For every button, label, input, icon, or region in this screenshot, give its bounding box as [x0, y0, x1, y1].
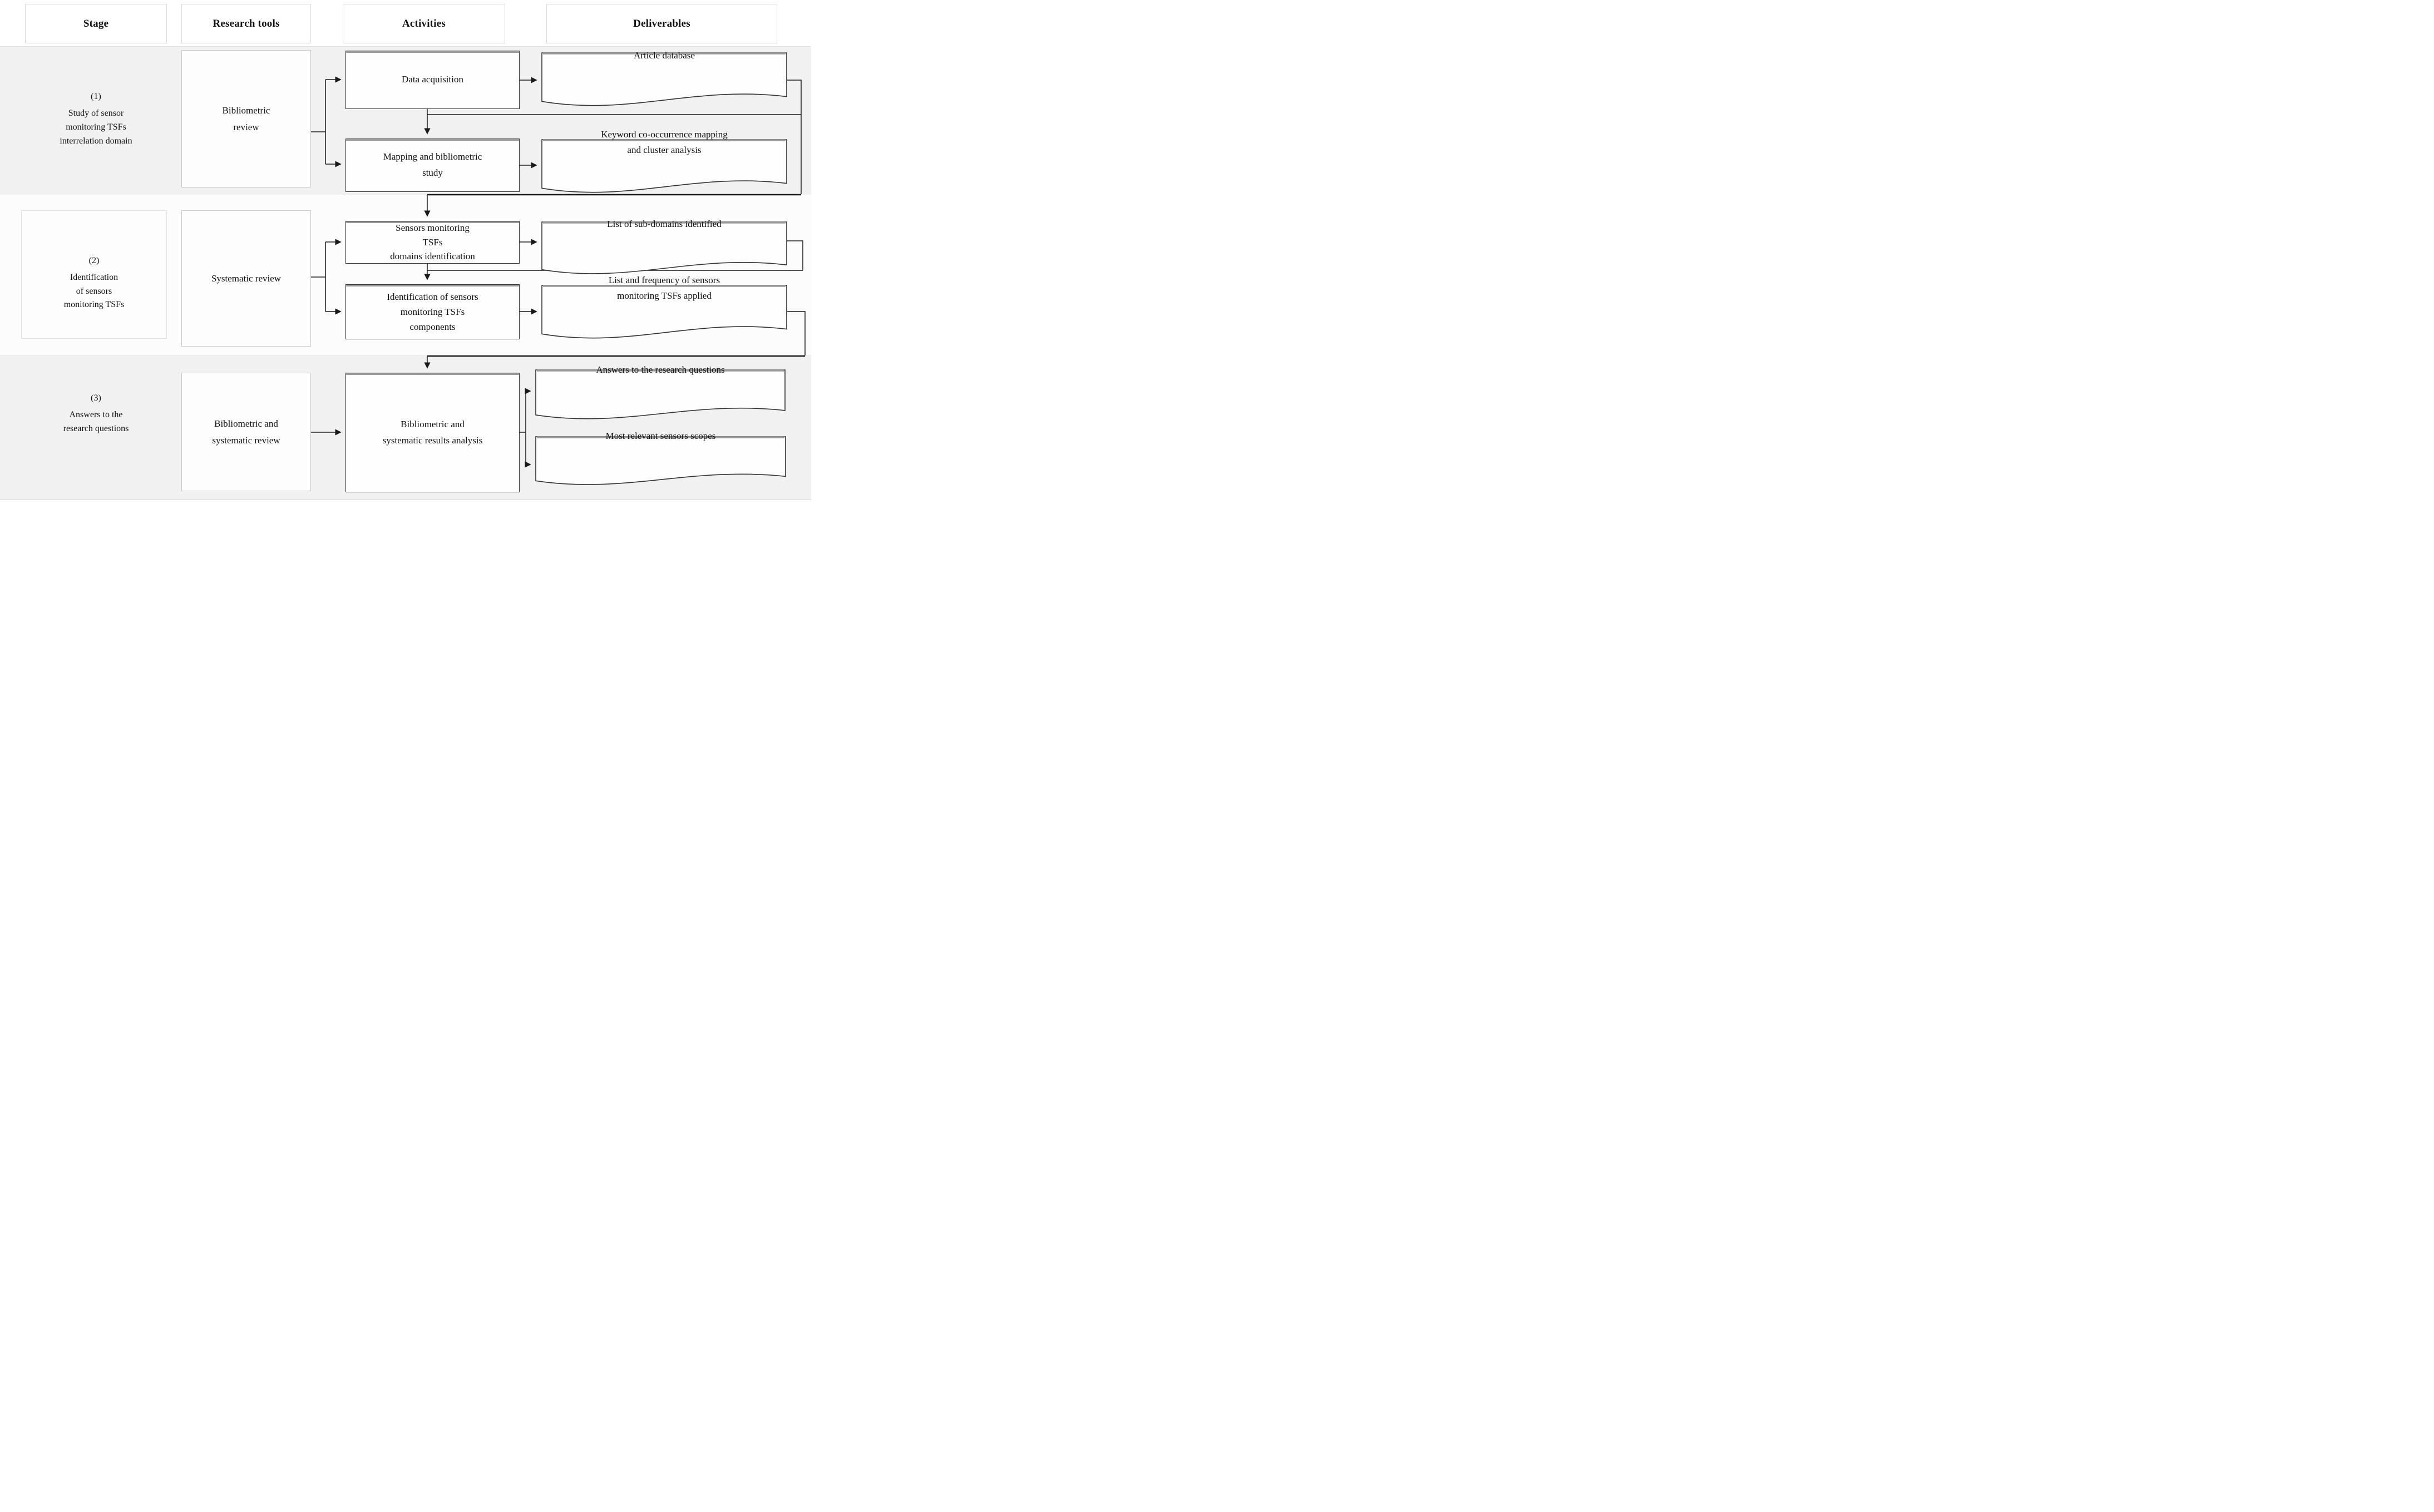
column-header-deliverables: Deliverables	[546, 4, 777, 43]
document-shape	[535, 436, 786, 485]
activity-sensors-domains-identification: Sensors monitoring TSFs domains identifi…	[345, 221, 520, 264]
column-header-activities-label: Activities	[402, 17, 446, 29]
stage-1-cell: (1) Study of sensor monitoring TSFs inte…	[25, 46, 167, 194]
research-tool-systematic-review: Systematic review	[181, 210, 311, 347]
methodology-flowchart: Stage Research tools Activities Delivera…	[0, 0, 811, 504]
research-tool-3-label: Bibliometric and systematic review	[212, 418, 280, 446]
research-tool-2-label: Systematic review	[211, 273, 282, 284]
document-shape	[541, 221, 787, 274]
document-shape	[541, 52, 787, 106]
activity-results-analysis: Bibliometric and systematic results anal…	[345, 373, 520, 492]
flow-connectors	[311, 76, 806, 468]
deliverable-frequency-label: List and frequency of sensors monitoring…	[609, 275, 720, 302]
column-header-deliverables-label: Deliverables	[633, 17, 690, 29]
deliverable-article-database-label: Article database	[634, 50, 695, 61]
activity-domains-label: Sensors monitoring TSFs domains identifi…	[390, 223, 475, 262]
document-shape	[541, 285, 787, 339]
deliverable-scopes-label: Most relevant sensors scopes	[605, 430, 716, 441]
column-header-activities: Activities	[343, 4, 505, 43]
stage-3-number: (3)	[91, 393, 101, 403]
activity-components-label: Identification of sensors monitoring TSF…	[387, 291, 478, 333]
deliverable-subdomains-label: List of sub-domains identified	[607, 218, 722, 229]
stage-1-number: (1)	[91, 92, 101, 102]
stage-2-title: Identification of sensors monitoring TSF…	[63, 272, 125, 310]
stage-3-title: Answers to the research questions	[63, 409, 129, 433]
stage-2-cell: (2) Identification of sensors monitoring…	[21, 210, 167, 339]
column-header-stage: Stage	[25, 4, 167, 43]
deliverable-sensors-frequency-list: List and frequency of sensors monitoring…	[541, 275, 787, 347]
deliverable-keyword-label: Keyword co-occurrence mapping and cluste…	[601, 129, 728, 156]
deliverable-article-database: Article database	[541, 50, 787, 114]
research-tool-bibliometric-systematic-review: Bibliometric and systematic review	[181, 373, 311, 491]
stage-3-cell: (3) Answers to the research questions	[25, 355, 167, 499]
activity-data-acquisition-label: Data acquisition	[402, 74, 463, 85]
column-header-stage-label: Stage	[83, 17, 109, 29]
activity-mapping-label: Mapping and bibliometric study	[383, 151, 482, 178]
stage-2-number: (2)	[88, 255, 100, 265]
activity-sensors-components-identification: Identification of sensors monitoring TSF…	[345, 284, 520, 339]
deliverable-subdomains-list: List of sub-domains identified	[541, 218, 787, 282]
deliverable-research-answers: Answers to the research questions	[535, 364, 786, 427]
column-header-research-tools: Research tools	[181, 4, 311, 43]
column-header-research-tools-label: Research tools	[213, 17, 280, 29]
deliverable-relevant-sensors-scopes: Most relevant sensors scopes	[535, 430, 786, 492]
activity-data-acquisition: Data acquisition	[345, 51, 520, 109]
stage-1-title: Study of sensor monitoring TSFs interrel…	[60, 108, 132, 146]
document-shape	[541, 139, 787, 193]
document-shape	[535, 369, 786, 419]
activity-results-analysis-label: Bibliometric and systematic results anal…	[382, 418, 483, 446]
deliverable-keyword-cooccurrence: Keyword co-occurrence mapping and cluste…	[541, 129, 787, 201]
activity-mapping-bibliometric-study: Mapping and bibliometric study	[345, 139, 520, 192]
deliverable-answers-label: Answers to the research questions	[596, 364, 725, 375]
research-tool-1-label: Bibliometric review	[222, 105, 270, 132]
research-tool-bibliometric-review: Bibliometric review	[181, 50, 311, 187]
